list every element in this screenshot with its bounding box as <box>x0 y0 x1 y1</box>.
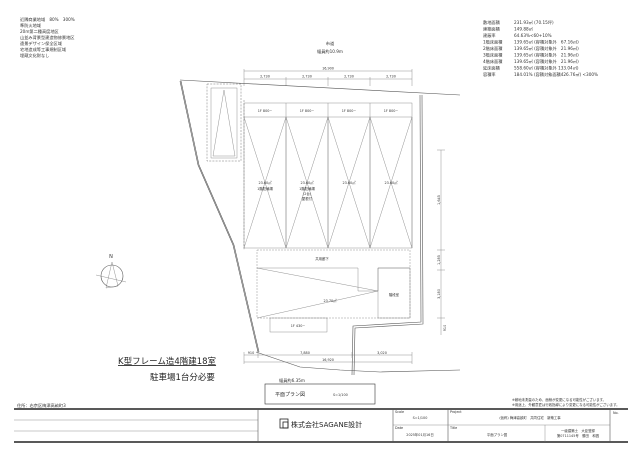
unit-header: 1F 800~ <box>258 109 273 113</box>
building-description: K型フレーム造4階建18室 <box>118 356 217 367</box>
area-label: 延床面積 <box>483 65 501 72</box>
unit-note: 1階駐輪場 <box>299 186 315 191</box>
address: 住所：右京区梅津高畝町3 <box>17 402 66 409</box>
parking-note: 駐車場1台分必要 <box>150 372 215 383</box>
stair-label: 階段室 <box>389 292 400 297</box>
dim-right: 910 <box>443 325 447 331</box>
area-value: 64.63%<60+10% <box>514 33 552 38</box>
title-block: 株式会社SAGANE設計 Scale S=1/100 Date 2025年01月… <box>14 408 628 443</box>
unit-area: 23.60㎡ <box>300 180 314 185</box>
area-label: 建蔽率 <box>483 32 496 39</box>
dim-right: 3,180 <box>437 289 441 299</box>
scale-label: Scale <box>395 410 404 414</box>
zoning-list: 近隣商業地域 80% 300% 準防火地域 20m第二種高度地区 山並み背景型建… <box>20 16 75 59</box>
unit-note: 屋根付 <box>302 196 313 201</box>
area-value: 139.65㎡ (容積対象外 21.96㎡) <box>514 45 579 52</box>
plan-scale: S=1/100 <box>333 393 348 397</box>
road-width-top: 幅員約10.9m <box>317 48 343 55</box>
dim-total: 16,900 <box>322 67 334 71</box>
area-value: 184.01% (容積対象面積426.76㎡) <300% <box>514 71 598 78</box>
plan-title: 平面プラン図 <box>275 392 305 398</box>
note: ※用途上、外観意匠は行政指導により変更になる可能性がございます。 <box>512 402 620 407</box>
plan-title-box <box>264 383 376 405</box>
dim-bay: 2,730 <box>260 75 270 79</box>
no-label: No. <box>613 411 619 415</box>
lower-block: 共用廊下 23.70㎡ 階段室 1F 430~ <box>256 249 411 333</box>
date-value: 2025年01月16日 <box>406 432 433 437</box>
unit-area: 23.60㎡ <box>342 180 356 185</box>
project-value: (仮称) 梅津高畝町 共同住宅 新築工事 <box>499 415 561 420</box>
note: ※敷地未測量のため、面積が変更になる可能性がございます。 <box>512 397 606 402</box>
date-label: Date <box>395 426 403 430</box>
area-value: 139.65㎡ (容積対象外 67.16㎡) <box>514 39 579 46</box>
area-label: 3階床面積 <box>483 52 503 59</box>
unit-area: 23.60㎡ <box>258 180 272 185</box>
company-logo-icon <box>279 418 289 429</box>
road-name: 市道 <box>326 40 335 47</box>
zoning-item: 山並み背景型建造物修景地区 <box>20 34 74 41</box>
area-label: 4階床面積 <box>483 58 503 65</box>
dim-bottom: 3,020 <box>377 351 387 355</box>
small-room-label: 1F 430~ <box>291 324 306 328</box>
north-label: N <box>109 254 113 260</box>
unit-note: 1階駐輪場 <box>257 186 273 191</box>
zoning-item: 準防火地域 <box>20 22 42 29</box>
zoning-item: 20m第二種高度地区 <box>20 28 59 35</box>
zoning-item: 近隣商業地域 80% 300% <box>20 16 75 23</box>
dim-bottom: 7,880 <box>300 351 310 355</box>
area-label: 1階床面積 <box>483 39 503 46</box>
title-value: 平面プラン図 <box>487 432 508 437</box>
unit-block: 1F 800~ 1F 800~ 1F 800~ 1F 800~ 23.60㎡ 1… <box>243 102 413 249</box>
road-width-bottom: 幅員約6.35m <box>279 377 305 384</box>
title-label: Title <box>449 426 457 430</box>
company-name: 株式会社SAGANE設計 <box>291 420 362 429</box>
area-value: 139.65㎡ (容積対象外 21.96㎡) <box>514 58 579 65</box>
dim-bottom: 910 <box>248 351 254 355</box>
north-arrow-icon: N <box>95 254 127 289</box>
unit-header: 1F 800~ <box>342 109 357 113</box>
dim-bottom-total: 16,920 <box>322 358 334 362</box>
project-label: Project <box>450 410 462 414</box>
dim-bay: 2,730 <box>344 75 354 79</box>
unit-header: 1F 800~ <box>300 109 315 113</box>
area-value: 149.88㎡ <box>514 26 534 32</box>
area-value: 139.65㎡ (容積対象外 21.96㎡) <box>514 52 579 59</box>
unit-header: 1F 800~ <box>384 109 399 113</box>
area-value: 231.93㎡ (70.15坪) <box>514 19 554 26</box>
area-label: 容積率 <box>483 71 496 78</box>
dim-bay: 2,730 <box>386 75 396 79</box>
corridor-label: 共用廊下 <box>315 256 329 261</box>
site-boundary <box>179 79 461 376</box>
area-value: 558.60㎡ (容積対象外 133.04㎡) <box>514 65 579 72</box>
dim-right: 1,645 <box>437 195 441 205</box>
lower-area: 23.70㎡ <box>323 298 337 303</box>
architect-stamp: 第0711145号 勝田 和昌 <box>557 433 599 438</box>
top-dimensions: 16,900 2,730 2,730 2,730 2,730 <box>243 67 413 86</box>
bottom-dimensions: 910 7,880 3,020 16,920 <box>243 351 413 364</box>
area-table: 敷地面積 231.93㎡ (70.15坪) 建築面積 149.88㎡ 建蔽率 64.6… <box>483 19 598 78</box>
area-label: 2階床面積 <box>483 45 503 52</box>
zoning-item: 埋蔵文化財なし <box>20 52 49 59</box>
architect-stamp: 一級建築士 大臣登録 <box>561 428 596 433</box>
unit-note: (2台) <box>303 191 312 196</box>
dim-right: 1,285 <box>437 255 441 265</box>
dim-bay: 2,730 <box>302 75 312 79</box>
unit-area: 23.60㎡ <box>384 180 398 185</box>
zoning-item: 宅地造成等工事規制区域 <box>20 46 67 53</box>
area-label: 敷地面積 <box>483 19 501 26</box>
right-dimensions: 1,645 1,285 3,180 910 <box>437 149 447 335</box>
zoning-item: 遠景デザイン保全区域 <box>20 40 63 47</box>
scale-value: S=1/100 <box>413 416 428 420</box>
area-label: 建築面積 <box>483 26 501 33</box>
